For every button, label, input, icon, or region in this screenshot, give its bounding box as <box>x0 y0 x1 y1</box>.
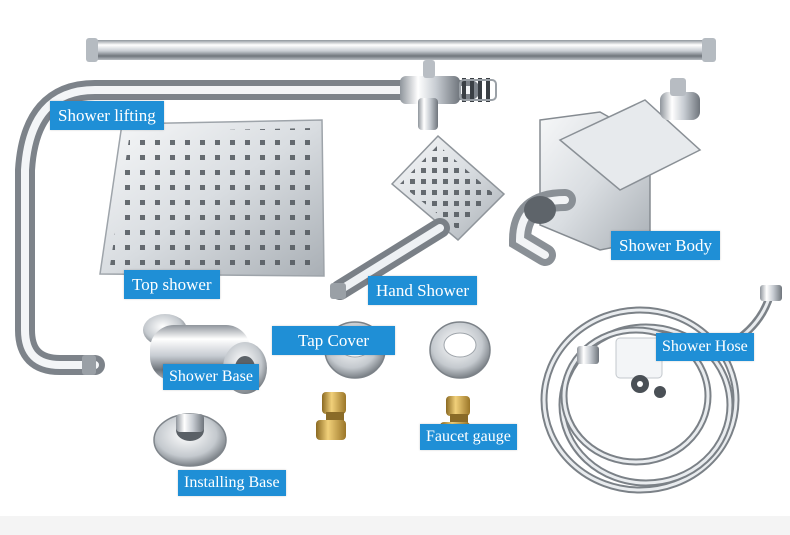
label-shower-lifting: Shower lifting <box>50 101 164 130</box>
label-top-shower: Top shower <box>124 270 220 299</box>
label-shower-hose: Shower Hose <box>656 333 754 361</box>
bottom-strip <box>0 516 790 535</box>
label-shower-base: Shower Base <box>163 364 259 390</box>
label-hand-shower: Hand Shower <box>368 276 478 305</box>
shower-body <box>508 78 702 266</box>
washer-bag <box>615 337 666 398</box>
top-shower-head <box>99 119 325 277</box>
top-rod <box>86 38 716 62</box>
faucet-gauge-1 <box>316 392 346 440</box>
arm-diverter <box>400 60 497 130</box>
label-installing-base: Installing Base <box>178 470 286 496</box>
hand-shower <box>330 134 506 300</box>
shower-hose-coil <box>540 293 774 494</box>
label-faucet-gauge: Faucet gauge <box>420 424 517 450</box>
hose-nut <box>577 285 782 364</box>
label-tap-cover: Tap Cover <box>272 326 396 355</box>
label-shower-body: Shower Body <box>611 231 721 260</box>
lifting-arm <box>14 80 480 375</box>
installing-base-part <box>153 413 227 467</box>
tap-cover-2 <box>429 321 491 379</box>
